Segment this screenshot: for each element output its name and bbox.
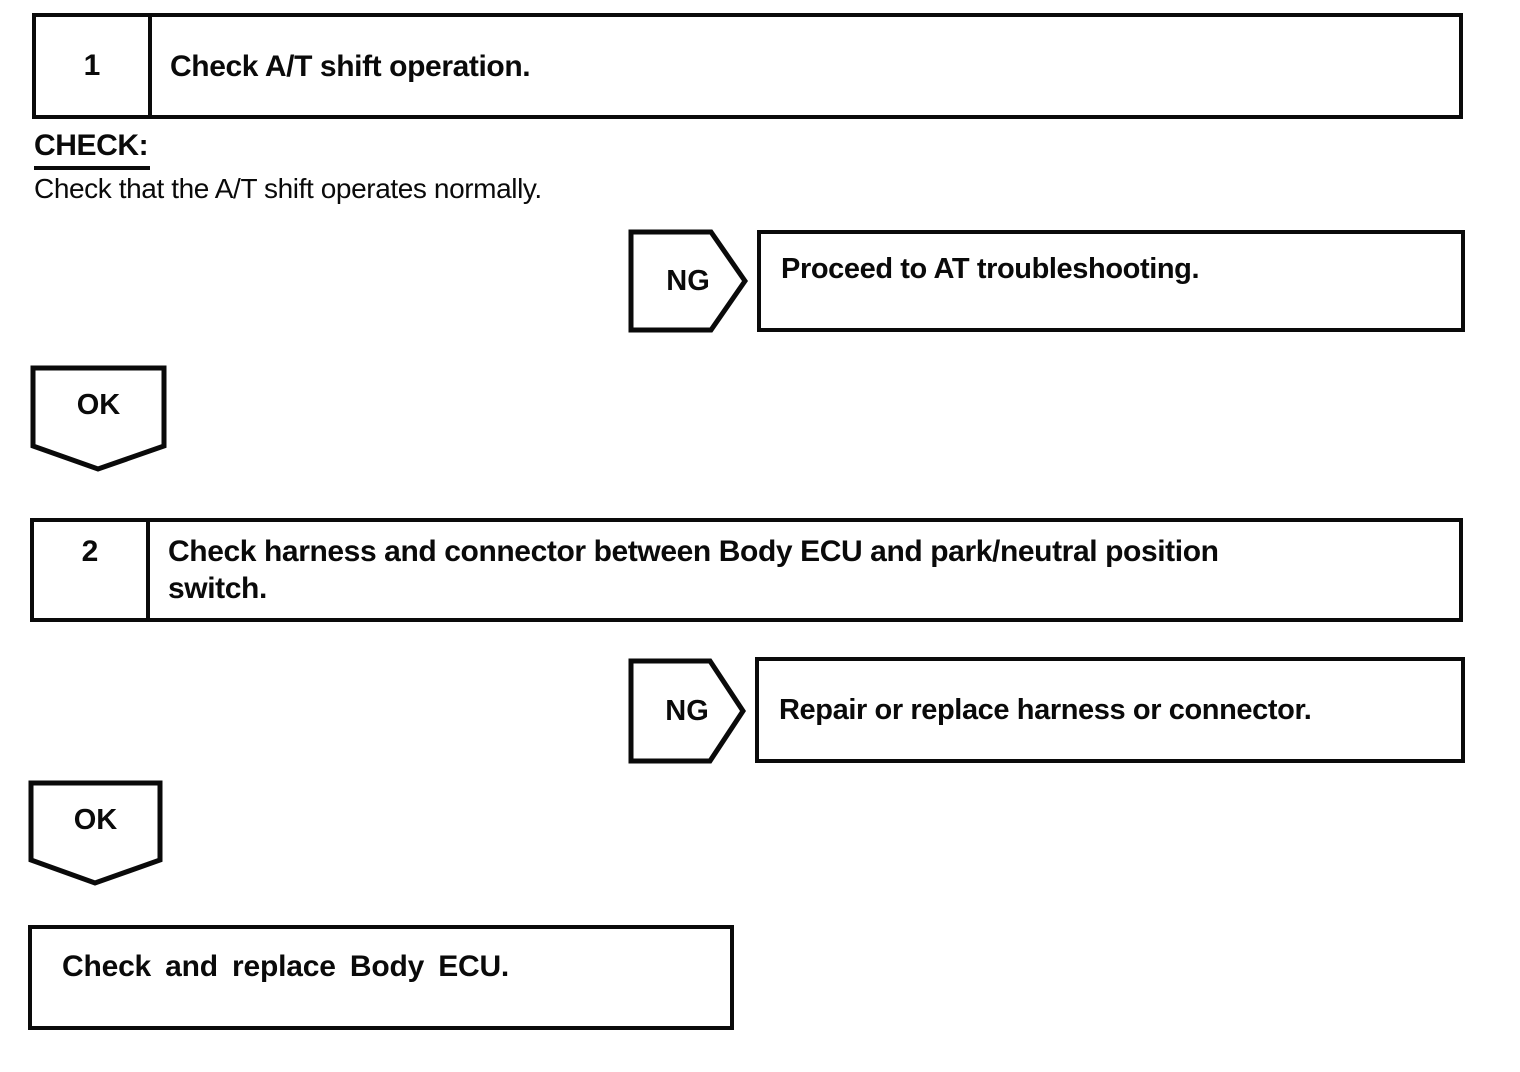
ng-action-box-2: Repair or replace harness or connector. — [755, 657, 1465, 763]
ng-arrow-1: NG — [628, 229, 748, 333]
step-1-number: 1 — [36, 17, 152, 115]
ng-action-text-2: Repair or replace harness or connector. — [779, 693, 1312, 726]
ok-arrow-1: OK — [30, 365, 167, 473]
final-action-text: Check and replace Body ECU. — [62, 949, 510, 983]
step-1-box: 1 Check A/T shift operation. — [32, 13, 1463, 119]
ok-pentagon-icon — [30, 365, 167, 472]
ok-label-1: OK — [76, 389, 121, 421]
ng-action-text-1: Proceed to AT troubleshooting. — [781, 252, 1200, 285]
step-2-number: 2 — [34, 522, 150, 618]
check-heading: CHECK: — [34, 129, 151, 170]
ng-label-2: NG — [665, 694, 709, 727]
step-1-title: Check A/T shift operation. — [170, 49, 531, 83]
ng-pentagon-icon — [628, 229, 748, 333]
ng-action-box-1: Proceed to AT troubleshooting. — [757, 230, 1465, 332]
ng-pentagon-icon — [628, 658, 746, 764]
ok-pentagon-icon — [28, 780, 163, 886]
final-action-box: Check and replace Body ECU. — [28, 925, 734, 1030]
check-description: Check that the A/T shift operates normal… — [34, 173, 542, 204]
step-2-box: 2 Check harness and connector between Bo… — [30, 518, 1463, 622]
ok-label-2: OK — [73, 804, 118, 836]
ng-arrow-2: NG — [628, 658, 746, 764]
ng-label-1: NG — [666, 264, 710, 297]
ok-arrow-2: OK — [28, 780, 163, 887]
step-2-title: Check harness and connector between Body… — [168, 535, 1219, 605]
